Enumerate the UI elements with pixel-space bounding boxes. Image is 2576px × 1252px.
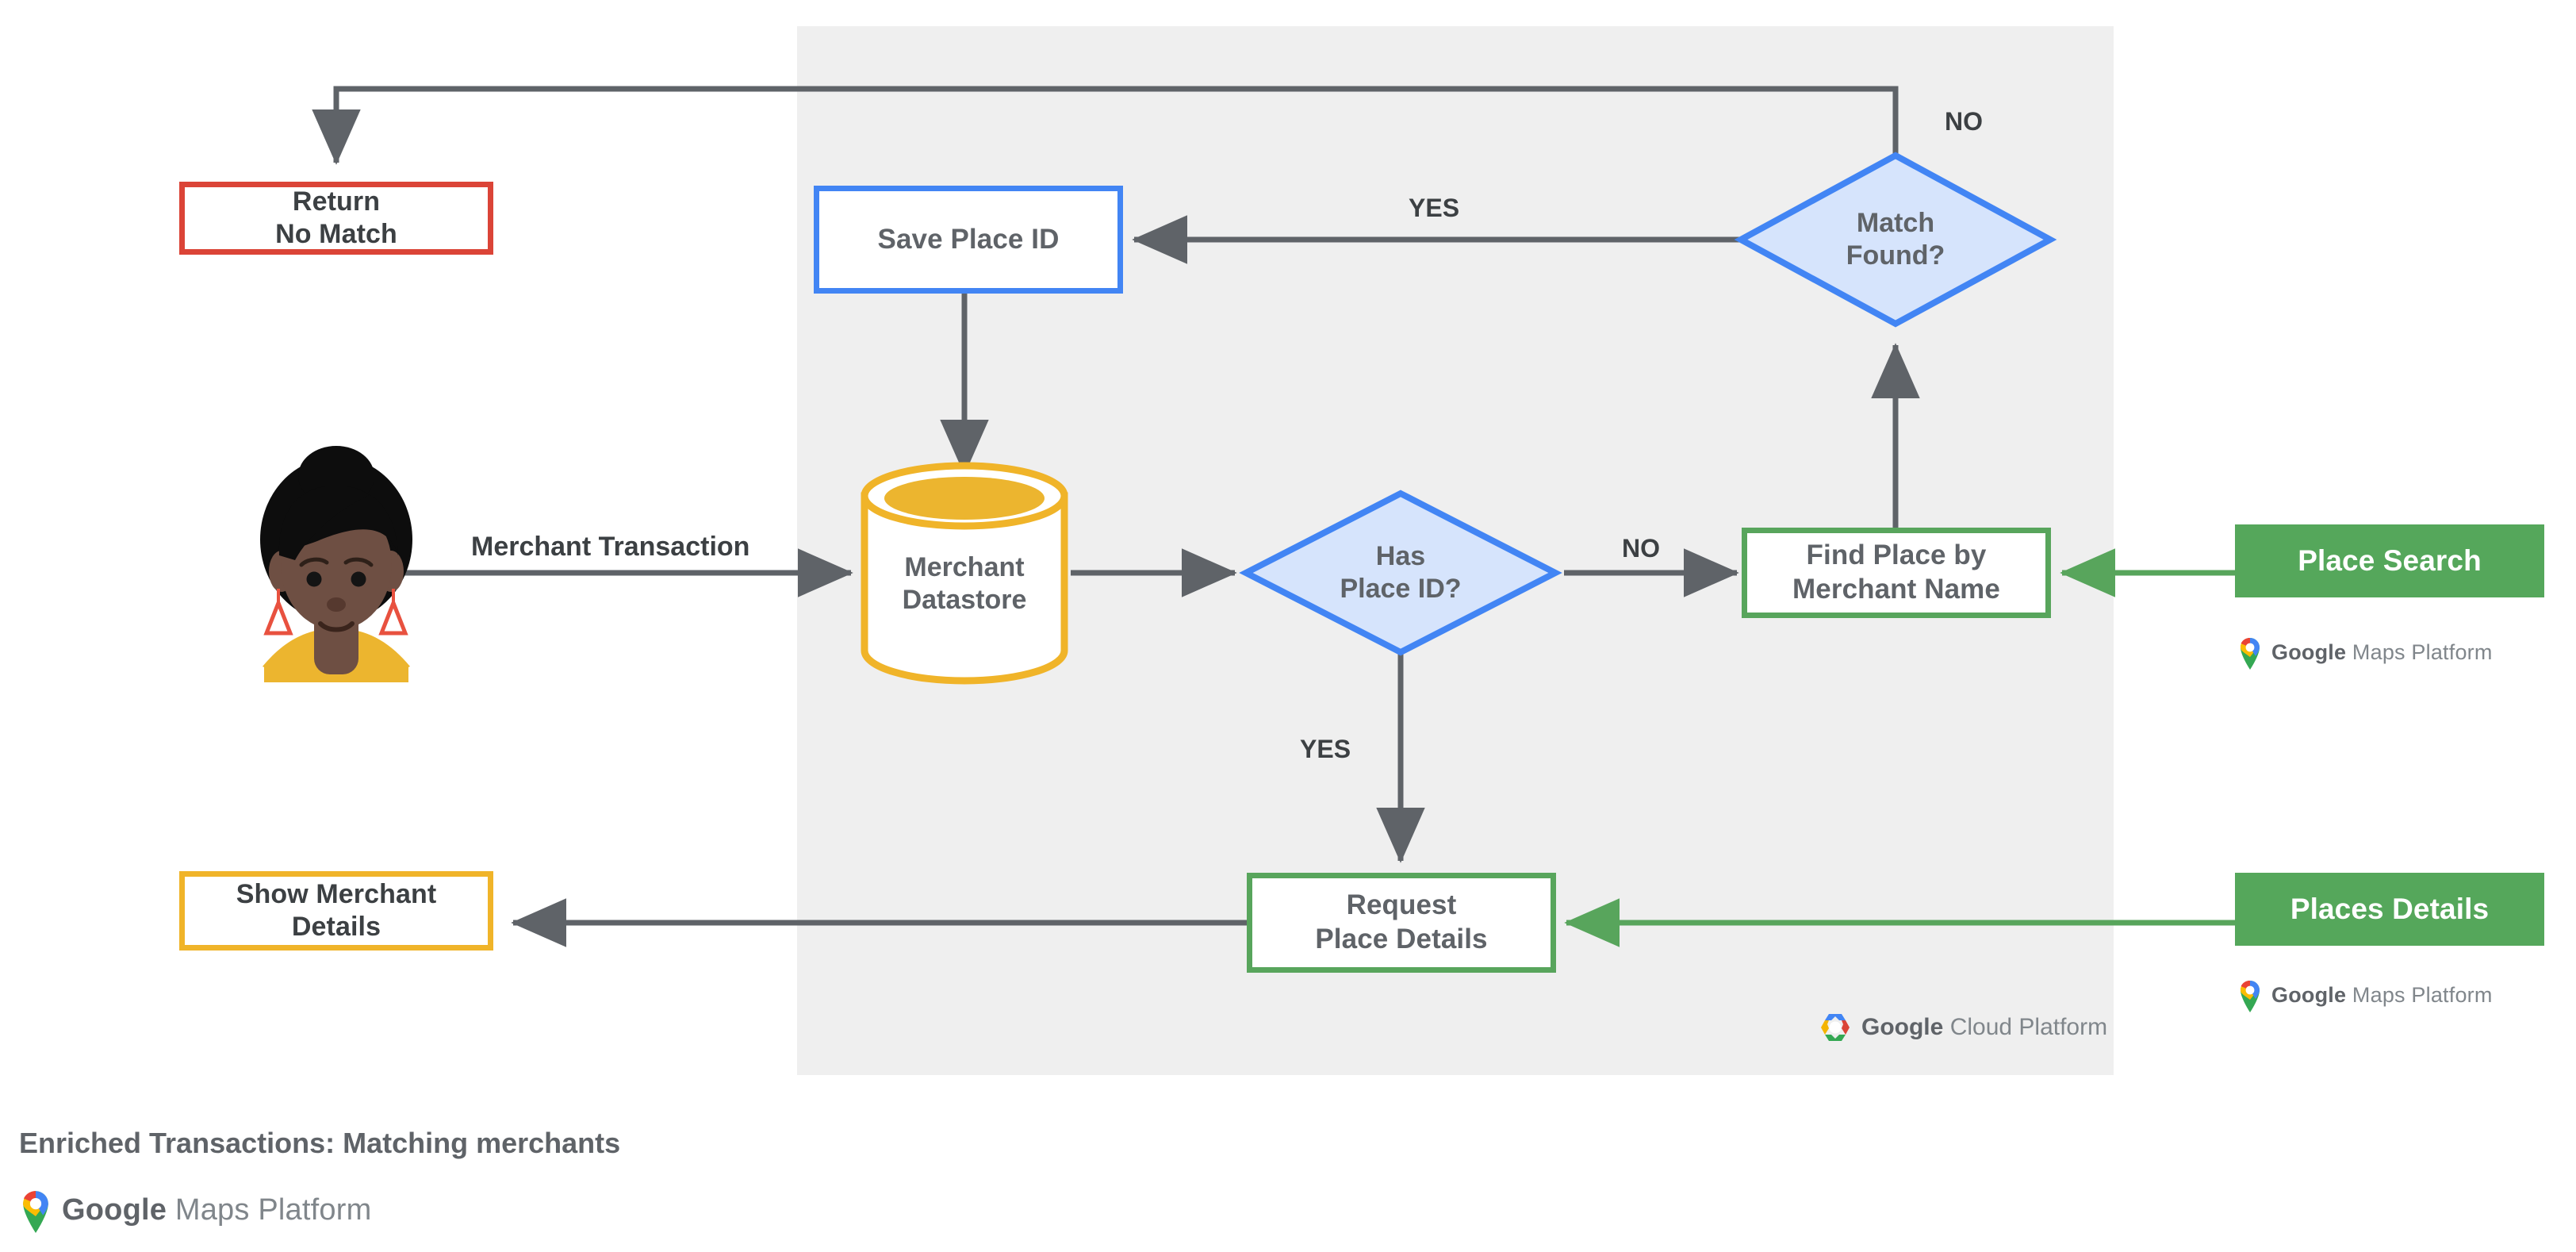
- edge-label-no-has-place-id: NO: [1622, 534, 1660, 563]
- node-save-place-id[interactable]: Save Place ID: [814, 186, 1123, 294]
- edge-label-merchant-transaction: Merchant Transaction: [471, 532, 750, 562]
- node-find-place-by-merchant-name[interactable]: Find Place by Merchant Name: [1742, 528, 2051, 618]
- places-details-gmp-lockup: Google Maps Platform: [2237, 977, 2493, 1012]
- place-search-brand-light: Maps Platform: [2352, 639, 2493, 664]
- node-request-place-details[interactable]: Request Place Details: [1247, 873, 1556, 973]
- node-save-place-id-label: Save Place ID: [877, 223, 1060, 255]
- page-title: Enriched Transactions: Matching merchant…: [19, 1127, 621, 1159]
- node-merchant-datastore[interactable]: Merchant Datastore: [864, 466, 1064, 682]
- user-avatar-illustration: [260, 446, 412, 682]
- node-find-place-label: Find Place by Merchant Name: [1792, 540, 2000, 605]
- node-place-search[interactable]: Place Search: [2235, 524, 2544, 597]
- google-cloud-hexagon-icon: [1821, 1014, 1850, 1041]
- node-return-no-match[interactable]: Return No Match: [179, 182, 493, 255]
- node-place-search-label: Place Search: [2298, 544, 2482, 578]
- footer-brand-bold: Google: [62, 1192, 167, 1227]
- place-search-gmp-text: Google Maps Platform: [2271, 640, 2493, 665]
- google-cloud-platform-text: Google Cloud Platform: [1861, 1014, 2107, 1041]
- has-place-id-diamond-shape: [1239, 490, 1562, 656]
- node-return-no-match-label: Return No Match: [275, 186, 397, 249]
- node-has-place-id-label: Has Place ID?: [1340, 541, 1462, 604]
- gcp-brand-light: Cloud Platform: [1949, 1014, 2108, 1040]
- place-search-brand-bold: Google: [2271, 639, 2347, 664]
- google-maps-pin-icon: [2241, 637, 2260, 670]
- edge-label-yes-match-found: YES: [1409, 194, 1460, 222]
- footer-gmp-lockup: Google Maps Platform: [17, 1187, 371, 1233]
- node-show-merchant-details-label: Show Merchant Details: [236, 878, 437, 942]
- edge-match-found-no: [312, 86, 1899, 165]
- places-details-gmp-text: Google Maps Platform: [2271, 983, 2493, 1008]
- places-details-brand-bold: Google: [2271, 982, 2347, 1007]
- node-show-merchant-details[interactable]: Show Merchant Details: [179, 871, 493, 951]
- merchant-datastore-shape: [861, 462, 1068, 685]
- node-match-found-label: Match Found?: [1846, 208, 1945, 271]
- place-search-gmp-lockup: Google Maps Platform: [2237, 635, 2493, 670]
- footer-brand-light: Maps Platform: [174, 1192, 372, 1227]
- places-details-brand-light: Maps Platform: [2352, 982, 2493, 1007]
- node-has-place-id[interactable]: Has Place ID?: [1246, 494, 1555, 652]
- node-merchant-datastore-label: Merchant Datastore: [902, 551, 1027, 615]
- edge-label-no-match-found: NO: [1945, 107, 1983, 136]
- google-maps-pin-icon: [23, 1191, 48, 1233]
- node-places-details-label: Places Details: [2290, 893, 2490, 926]
- footer-gmp-text: Google Maps Platform: [62, 1193, 371, 1227]
- match-found-diamond-shape: [1734, 152, 2057, 328]
- google-maps-pin-icon: [2241, 980, 2260, 1012]
- gcp-brand-bold: Google: [1861, 1014, 1944, 1040]
- node-request-place-details-label: Request Place Details: [1315, 889, 1488, 954]
- node-match-found[interactable]: Match Found?: [1741, 156, 2050, 324]
- edge-label-yes-has-place-id: YES: [1300, 735, 1351, 763]
- node-places-details[interactable]: Places Details: [2235, 873, 2544, 946]
- google-cloud-platform-lockup: Google Cloud Platform: [1819, 1012, 2107, 1043]
